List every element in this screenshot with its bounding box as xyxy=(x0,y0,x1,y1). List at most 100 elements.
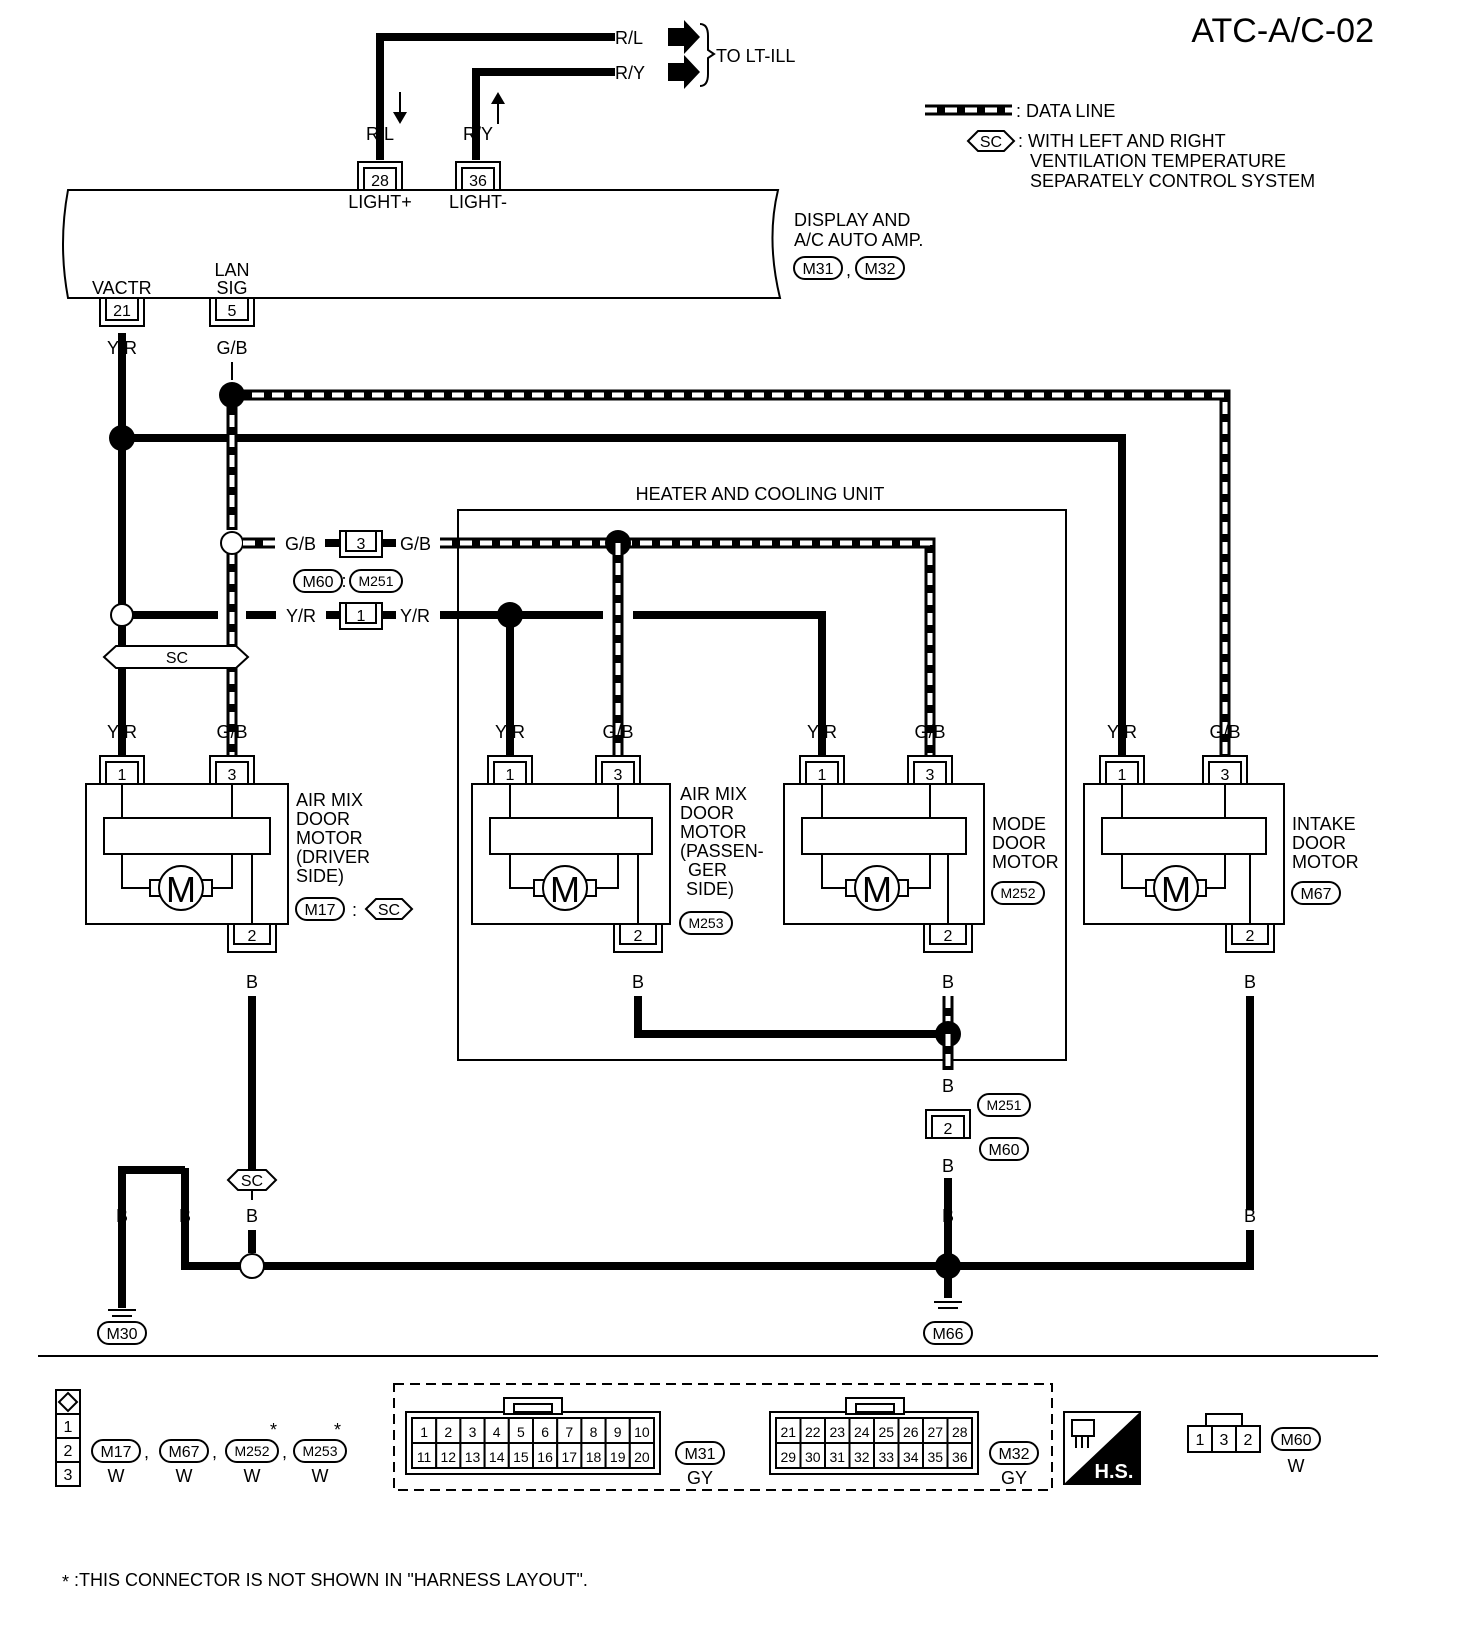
motor-icon xyxy=(542,865,588,911)
ground-m66-badge xyxy=(923,1321,973,1345)
label-r-y: R/Y xyxy=(463,124,493,144)
svg-text:1: 1 xyxy=(506,767,515,784)
svg-text:M30: M30 xyxy=(106,1326,137,1343)
label-g-b: G/B xyxy=(216,338,247,358)
m32-pin xyxy=(873,1442,900,1469)
light-plus-label: LIGHT+ xyxy=(348,192,412,212)
svg-text:B: B xyxy=(942,972,954,992)
ground-wiring: B B B B B 2 M251 M60 B B SC B B xyxy=(97,972,1256,1345)
conn-m17-badge xyxy=(91,1439,141,1463)
sc-option-bar xyxy=(102,645,250,669)
svg-text:1: 1 xyxy=(1196,1432,1205,1449)
m31-pin-label: 13 xyxy=(465,1449,481,1465)
svg-text:2: 2 xyxy=(248,928,257,945)
svg-text:M60: M60 xyxy=(988,1142,1019,1159)
svg-text:Y/R: Y/R xyxy=(400,606,430,626)
svg-text:3: 3 xyxy=(1221,767,1230,784)
svg-text:M253: M253 xyxy=(688,915,723,931)
svg-text:1: 1 xyxy=(1118,767,1127,784)
svg-text:B: B xyxy=(1244,1206,1256,1226)
svg-text:MOTOR: MOTOR xyxy=(296,828,363,848)
m31-pin-label: 7 xyxy=(565,1424,573,1440)
svg-text:M253: M253 xyxy=(302,1443,337,1459)
arrow-up-icon xyxy=(491,92,505,104)
svg-text:M: M xyxy=(166,869,196,910)
conn-m60-badge xyxy=(293,569,343,593)
svg-text:GY: GY xyxy=(1001,1468,1027,1488)
svg-text:(DRIVER: (DRIVER xyxy=(296,847,370,867)
wire-y-r-bus xyxy=(122,434,1126,755)
conn-m252-badge xyxy=(225,1439,279,1463)
svg-text:,: , xyxy=(144,1442,149,1462)
svg-text:INTAKE: INTAKE xyxy=(1292,814,1356,834)
svg-text:M32: M32 xyxy=(864,261,895,278)
svg-text:W: W xyxy=(244,1466,261,1486)
footnote-text: :THIS CONNECTOR IS NOT SHOWN IN "HARNESS… xyxy=(74,1570,588,1590)
svg-text:M60: M60 xyxy=(1280,1432,1311,1449)
svg-text:(PASSEN-: (PASSEN- xyxy=(680,841,764,861)
m32-pin-label: 22 xyxy=(805,1424,821,1440)
m31-pin-label: 19 xyxy=(610,1449,626,1465)
svg-text:DOOR: DOOR xyxy=(1292,833,1346,853)
m31-pin-label: 20 xyxy=(634,1449,650,1465)
legend-sc-symbol xyxy=(966,130,1016,152)
lt-ill-wiring: R/L R/Y TO LT-ILL R/L R/Y xyxy=(366,20,795,160)
m32-pin-label: 24 xyxy=(854,1424,870,1440)
m31-pin xyxy=(604,1417,631,1444)
sc-splice xyxy=(220,531,244,555)
svg-text:SC: SC xyxy=(166,650,188,667)
svg-text:3: 3 xyxy=(228,767,237,784)
m31-pin-label: 3 xyxy=(469,1424,477,1440)
svg-text:Y/R: Y/R xyxy=(807,722,837,742)
conn-m67-badge xyxy=(1291,881,1341,905)
svg-text:21: 21 xyxy=(113,303,131,320)
svg-text:2: 2 xyxy=(1244,1432,1253,1449)
heater-cooling-unit-frame xyxy=(457,509,1067,1061)
svg-text:M251: M251 xyxy=(986,1097,1021,1113)
conn-m252-badge xyxy=(991,881,1045,905)
svg-text::: : xyxy=(352,900,357,920)
m31-pin xyxy=(507,1442,534,1469)
svg-text:1: 1 xyxy=(818,767,827,784)
svg-text:M67: M67 xyxy=(1300,886,1331,903)
m32-pin xyxy=(824,1442,851,1469)
wire-r-y xyxy=(472,68,615,160)
legend-data-line-label: : DATA LINE xyxy=(1016,101,1115,121)
m32-pin-label: 32 xyxy=(854,1449,870,1465)
m31-pin xyxy=(580,1417,607,1444)
svg-text:B: B xyxy=(116,1206,128,1226)
svg-text:DOOR: DOOR xyxy=(680,803,734,823)
display-ac-auto-amp: 28 36 LIGHT+ LIGHT- VACTR LAN SIG 21 5 D… xyxy=(62,161,923,327)
amp-name-line2: A/C AUTO AMP. xyxy=(794,230,923,250)
svg-text:2: 2 xyxy=(1246,928,1255,945)
m31-pin xyxy=(483,1442,510,1469)
svg-text:2: 2 xyxy=(944,928,953,945)
svg-text:G/B: G/B xyxy=(1209,722,1240,742)
m31-pin xyxy=(532,1442,559,1469)
svg-text:W: W xyxy=(108,1466,125,1486)
svg-text:B: B xyxy=(942,1156,954,1176)
svg-text:1: 1 xyxy=(64,1419,73,1436)
amp-name-line1: DISPLAY AND xyxy=(794,210,910,230)
sc-splice xyxy=(239,1253,265,1279)
conn-m17-badge xyxy=(295,897,345,921)
svg-text:B: B xyxy=(1244,972,1256,992)
conn-m60-badge xyxy=(1271,1427,1321,1451)
svg-text:G/B: G/B xyxy=(914,722,945,742)
svg-text:B: B xyxy=(246,972,258,992)
ground-m30-badge xyxy=(97,1321,147,1345)
svg-text:2: 2 xyxy=(634,928,643,945)
conn-m253-badge xyxy=(679,911,733,935)
svg-text:G/B: G/B xyxy=(285,534,316,554)
m31-pin-label: 18 xyxy=(586,1449,602,1465)
svg-text:5: 5 xyxy=(228,303,237,320)
label-r-l-top: R/L xyxy=(615,28,643,48)
wire-g-b-data-bus xyxy=(232,392,1228,755)
to-lt-ill-label: TO LT-ILL xyxy=(716,46,795,66)
svg-text:36: 36 xyxy=(469,173,487,190)
motor-mode-door: Y/R G/B 1 3 M 2 MODE DOOR MOTOR M252 xyxy=(783,722,1059,953)
svg-text:B: B xyxy=(632,972,644,992)
svg-text:MOTOR: MOTOR xyxy=(680,822,747,842)
m32-pin xyxy=(799,1442,826,1469)
